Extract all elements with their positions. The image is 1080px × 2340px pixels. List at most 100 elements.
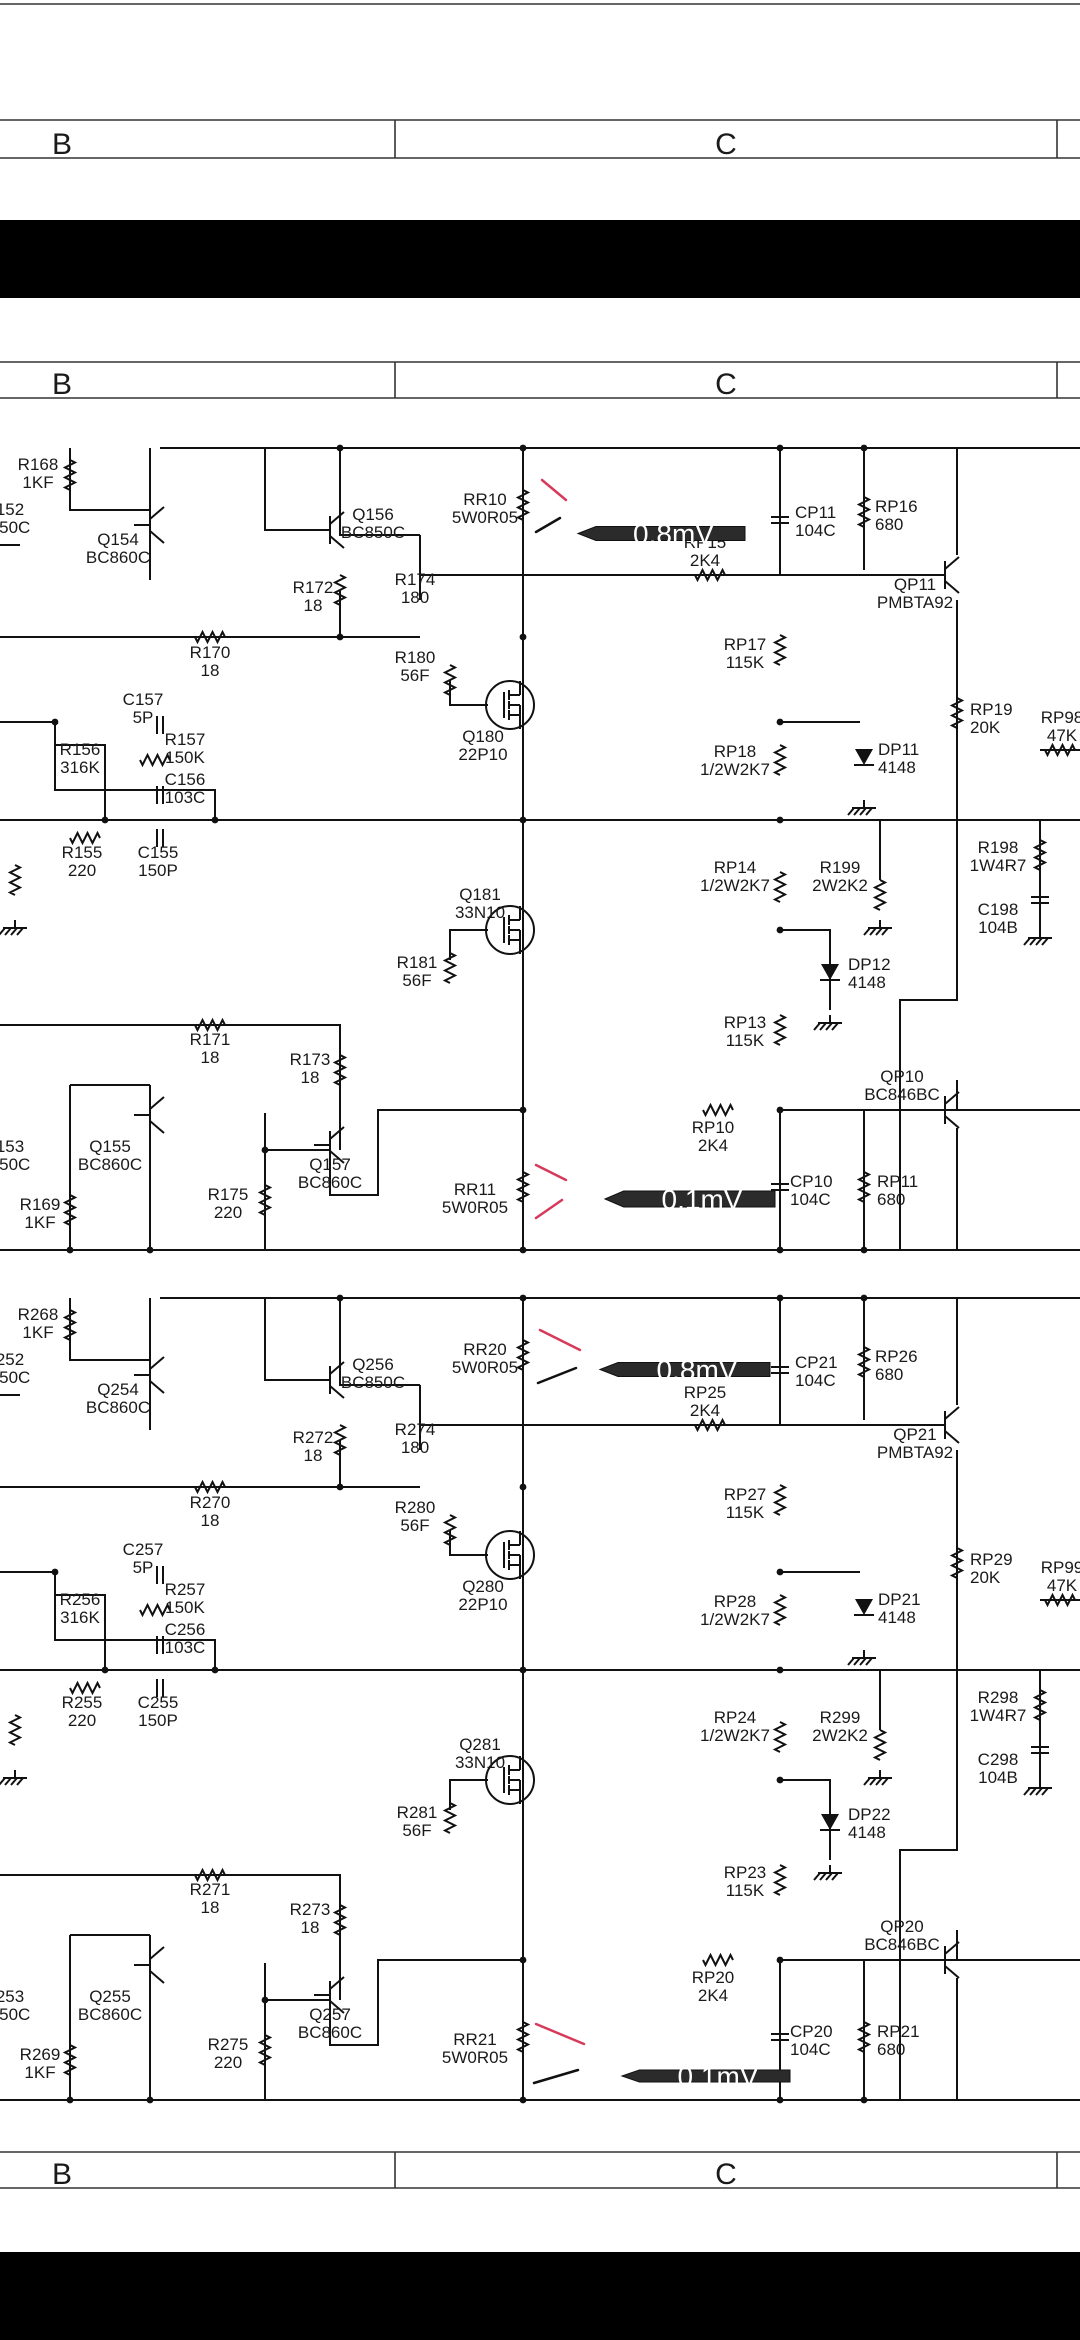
label-line: 22P10 [458, 745, 507, 764]
label-line: C198 [978, 900, 1019, 919]
label-q153: 153850C [0, 1137, 30, 1174]
wire-segment [863, 927, 871, 936]
label-line: 253 [0, 1987, 24, 2006]
mosfet-body [485, 680, 535, 730]
label-line: 1KF [24, 1213, 55, 1232]
resistor-symbol [62, 1194, 78, 1226]
label-line: 4148 [848, 973, 886, 992]
junction-dot [261, 1146, 269, 1154]
wire-path [329, 1959, 523, 2046]
wire-segment [881, 1777, 889, 1786]
label-line: CP11 [795, 503, 836, 522]
pen-stroke [538, 1328, 582, 1352]
resistor-symbol [257, 2034, 273, 2066]
wire-segment [859, 807, 867, 816]
label-line: RP25 [684, 1383, 727, 1402]
label-line: BC860C [86, 1398, 150, 1417]
label-line: R169 [20, 1195, 61, 1214]
resistor-symbol [194, 1017, 226, 1033]
wire-segment [944, 1430, 960, 1444]
component-labels: R1681KF152850CQ154BC860CQ156BC850CR17218… [0, 455, 1080, 2082]
wire-segment [869, 927, 877, 936]
junction-dot [336, 1294, 344, 1302]
label-line: 680 [875, 515, 903, 534]
wire-segment [329, 1385, 345, 1399]
label-line: QP11 [894, 575, 936, 594]
wire-path [339, 448, 420, 536]
label-line: 1/2W2K7 [700, 760, 770, 779]
label-line: R268 [18, 1305, 59, 1324]
wire-path [0, 1874, 341, 2000]
label-line: 4148 [878, 758, 916, 777]
wire-segment [0, 1777, 6, 1786]
wire-path [55, 744, 106, 820]
column-label-c: C [715, 128, 737, 161]
label-line: 18 [201, 661, 220, 680]
label-line: 1W4R7 [970, 856, 1027, 875]
pen-stroke [534, 1198, 564, 1220]
label-line: 1KF [24, 2063, 55, 2082]
column-label-b: B [52, 128, 72, 161]
label-line: 850C [0, 1155, 30, 1174]
label-line: R281 [397, 1803, 438, 1822]
label-q253: 253850C [0, 1987, 30, 2024]
label-line: RP27 [724, 1485, 767, 1504]
wire-segment [149, 530, 165, 544]
label-line: 153 [0, 1137, 24, 1156]
label-line: R157 [165, 730, 206, 749]
wire-path [449, 1530, 488, 1556]
label-line: 680 [875, 1365, 903, 1384]
wire-segment [1023, 1787, 1031, 1796]
label-line: 56F [402, 1821, 431, 1840]
resistor-symbol [1044, 1592, 1076, 1608]
pen-stroke [534, 1163, 568, 1182]
label-line: C255 [138, 1693, 179, 1712]
resistor-symbol [332, 1424, 348, 1456]
label-line: RR21 [453, 2030, 496, 2049]
wire-segment [847, 1657, 855, 1666]
label-line: RP19 [970, 700, 1013, 719]
label-line: Q180 [462, 727, 504, 746]
resistor-symbol [332, 1054, 348, 1086]
junction-dot [66, 2096, 74, 2104]
label-line: Q257 [309, 2005, 351, 2024]
wire-segment [853, 1657, 861, 1666]
wire-segment [825, 1872, 833, 1881]
junction-dot [860, 2096, 868, 2104]
label-line: 20K [970, 1568, 1001, 1587]
label-line: RP14 [714, 858, 757, 877]
label-line: R181 [397, 953, 438, 972]
label-line: Q256 [352, 1355, 394, 1374]
label-line: 18 [301, 1068, 320, 1087]
label-line: 1KF [22, 1323, 53, 1342]
label-line: 850C [0, 518, 30, 537]
junction-dot [776, 926, 784, 934]
wire-segment [149, 1380, 165, 1394]
label-line: 115K [726, 1881, 765, 1900]
label-line: CP21 [795, 1353, 838, 1372]
resistor-symbol [772, 1014, 788, 1046]
label-line: Q155 [89, 1137, 131, 1156]
